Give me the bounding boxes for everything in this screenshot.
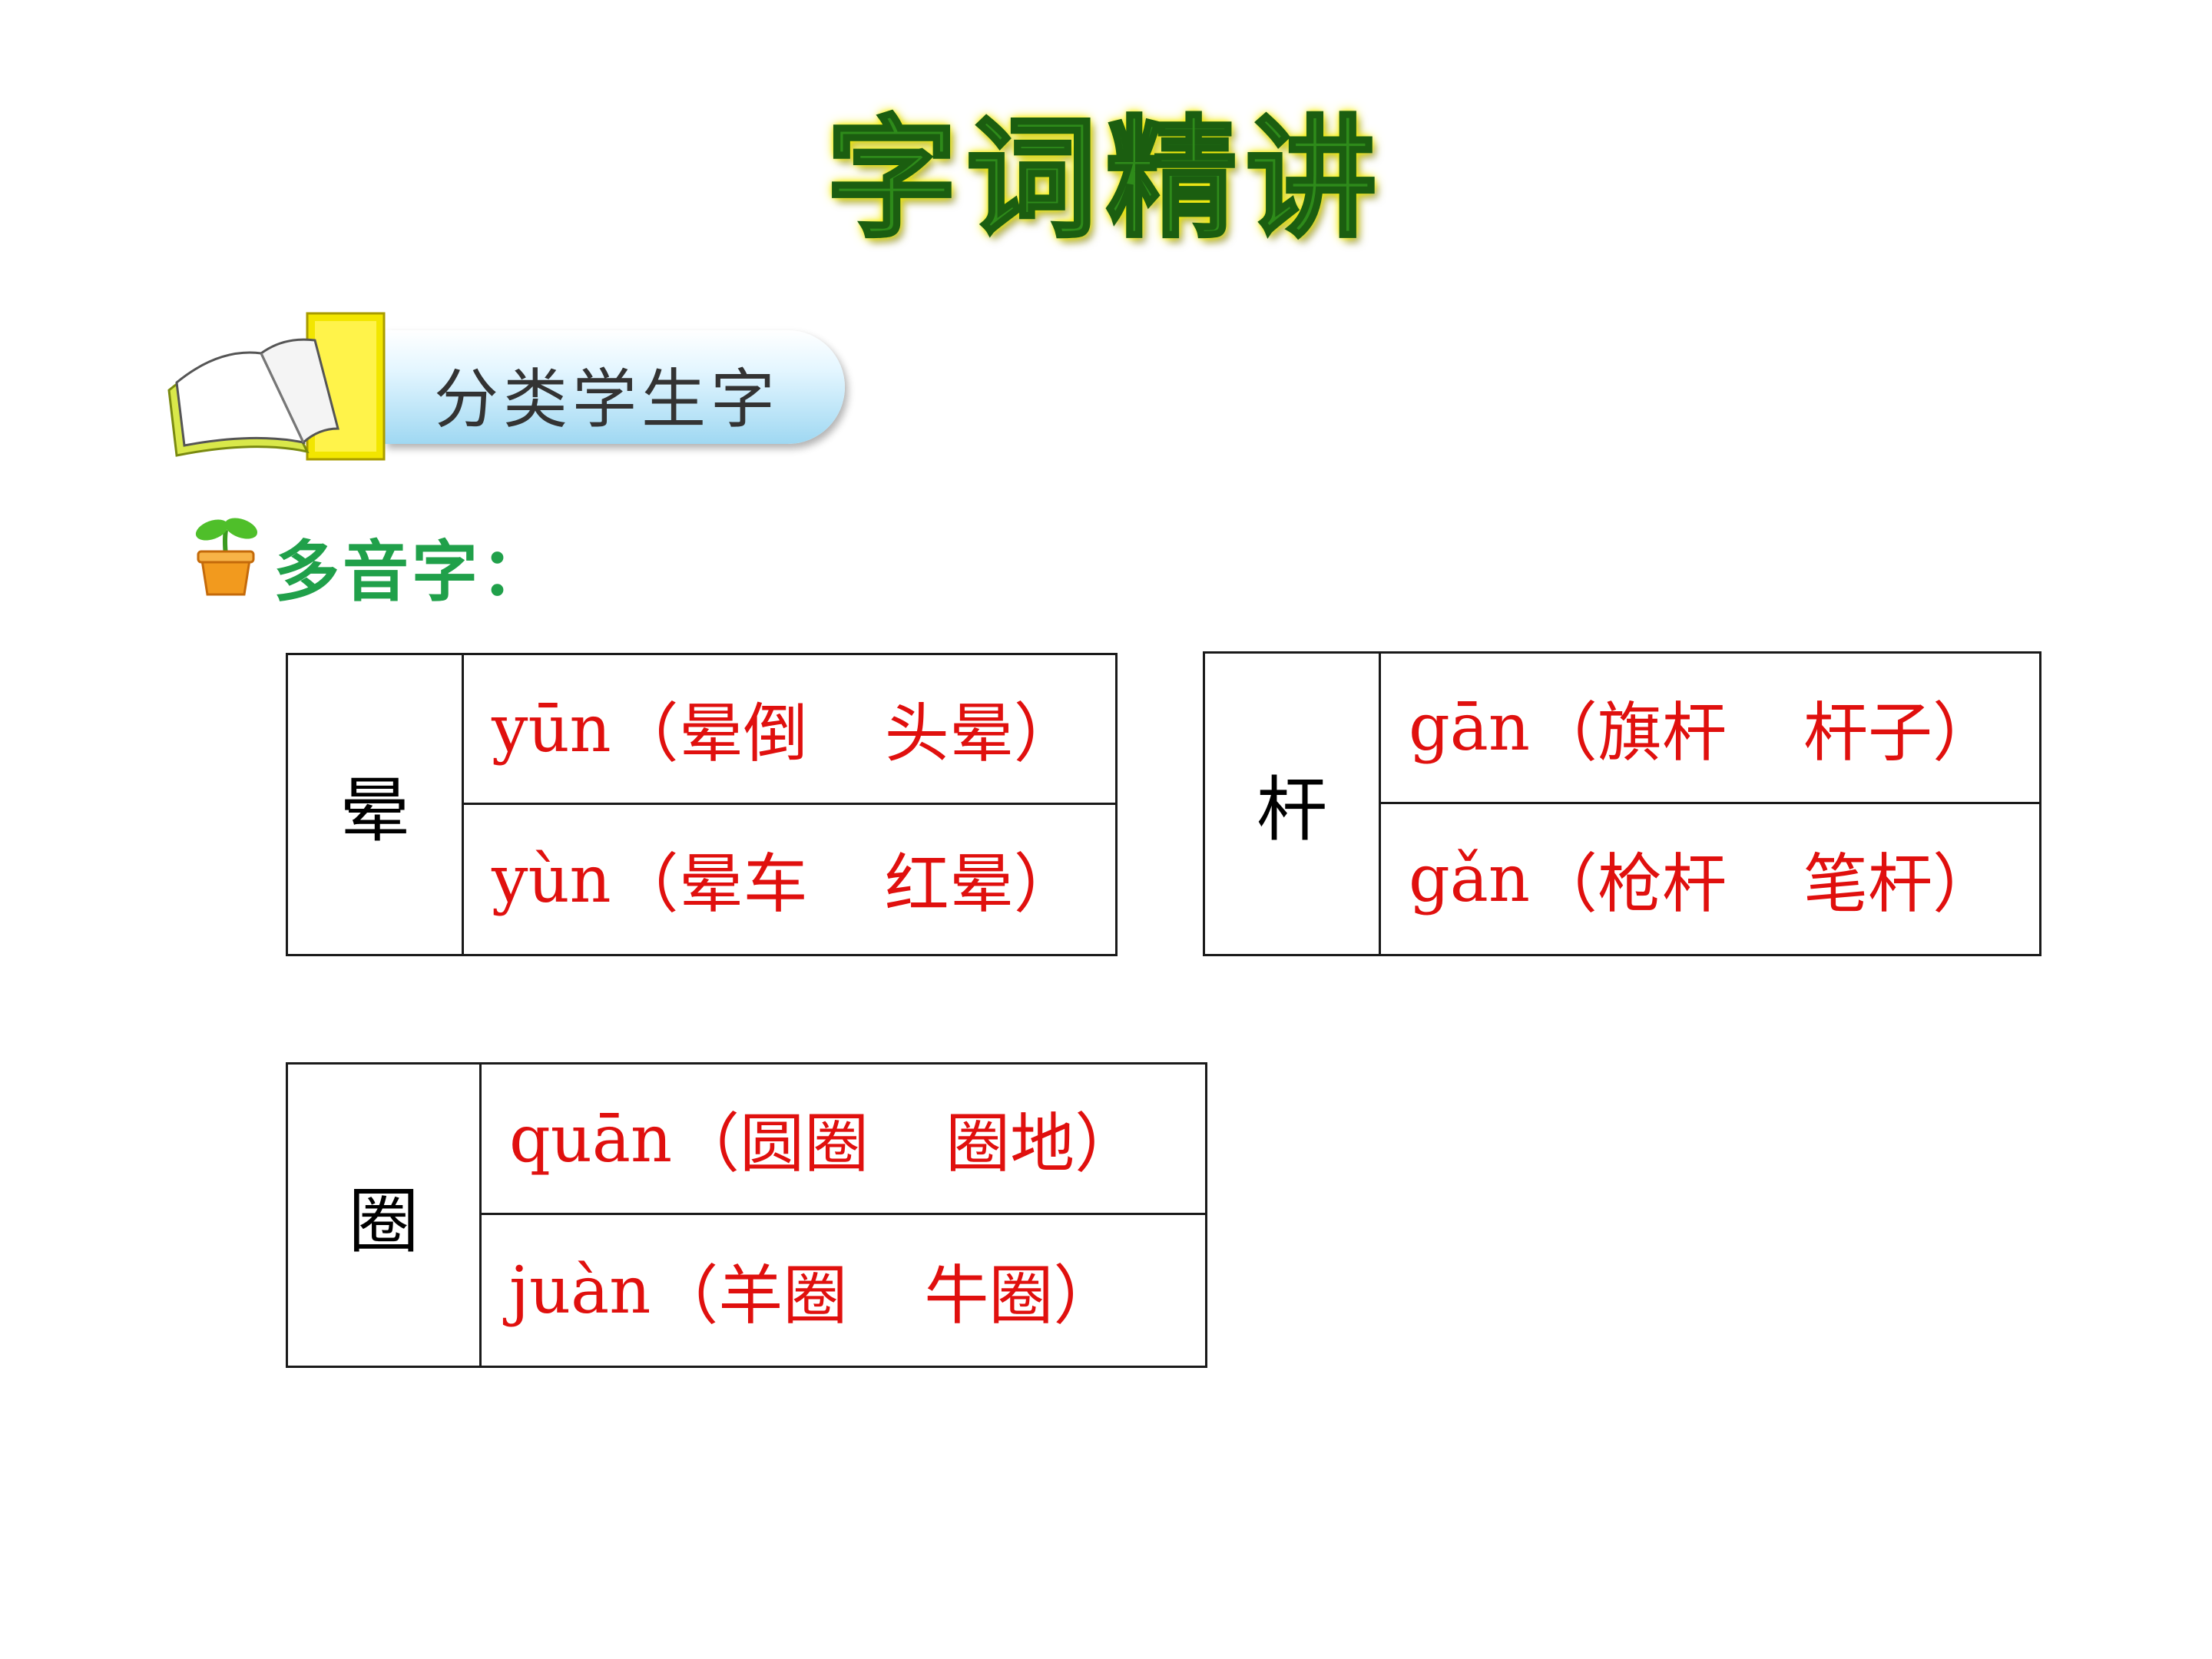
open-book-icon bbox=[167, 312, 386, 461]
example-word: 枪杆 bbox=[1597, 846, 1727, 922]
character-cell: 圈 bbox=[288, 1065, 482, 1366]
reading-row: quān（圆圈圈地） bbox=[482, 1065, 1205, 1215]
example-word: 杆子 bbox=[1803, 694, 1932, 770]
pinyin: quān bbox=[509, 1101, 673, 1177]
reading-row: yùn（晕车红晕） bbox=[464, 805, 1115, 955]
example-word: 晕倒 bbox=[678, 696, 808, 772]
example-word: 旗杆 bbox=[1597, 694, 1727, 770]
reading-row: juàn（羊圈牛圈） bbox=[482, 1215, 1205, 1366]
example-word: 晕车 bbox=[678, 846, 808, 922]
example-word: 笔杆 bbox=[1803, 846, 1932, 922]
character-cell: 杆 bbox=[1205, 654, 1381, 954]
sprout-pot-icon bbox=[195, 518, 258, 596]
character-cell: 晕 bbox=[288, 655, 464, 954]
pinyin: juàn bbox=[509, 1253, 651, 1328]
pinyin: yùn bbox=[492, 841, 611, 917]
section-banner: 分类学生字 bbox=[154, 306, 868, 467]
banner-pill bbox=[384, 330, 845, 444]
banner-label: 分类学生字 bbox=[434, 362, 780, 437]
polyphone-table: 晕 yūn（晕倒头晕） yùn（晕车红晕） bbox=[286, 653, 1118, 956]
example-word: 牛圈 bbox=[924, 1257, 1054, 1333]
reading-row: gǎn（枪杆笔杆） bbox=[1381, 804, 2039, 955]
pinyin: gān bbox=[1409, 690, 1530, 766]
example-word: 圆圈 bbox=[740, 1106, 869, 1181]
example-word: 圈地 bbox=[945, 1106, 1075, 1181]
polyphone-table: 圈 quān（圆圈圈地） juàn（羊圈牛圈） bbox=[286, 1062, 1207, 1368]
example-word: 红晕 bbox=[884, 846, 1014, 922]
pinyin: yūn bbox=[492, 690, 611, 767]
example-word: 羊圈 bbox=[718, 1257, 848, 1333]
example-word: 头晕 bbox=[884, 696, 1014, 772]
subheading-text: 多音字： bbox=[273, 534, 550, 611]
reading-row: gān（旗杆杆子） bbox=[1381, 654, 2039, 804]
polyphone-table: 杆 gān（旗杆杆子） gǎn（枪杆笔杆） bbox=[1203, 651, 2041, 956]
page-title: 字词精讲 bbox=[825, 102, 1386, 257]
reading-row: yūn（晕倒头晕） bbox=[464, 655, 1115, 805]
pinyin: gǎn bbox=[1409, 841, 1530, 917]
